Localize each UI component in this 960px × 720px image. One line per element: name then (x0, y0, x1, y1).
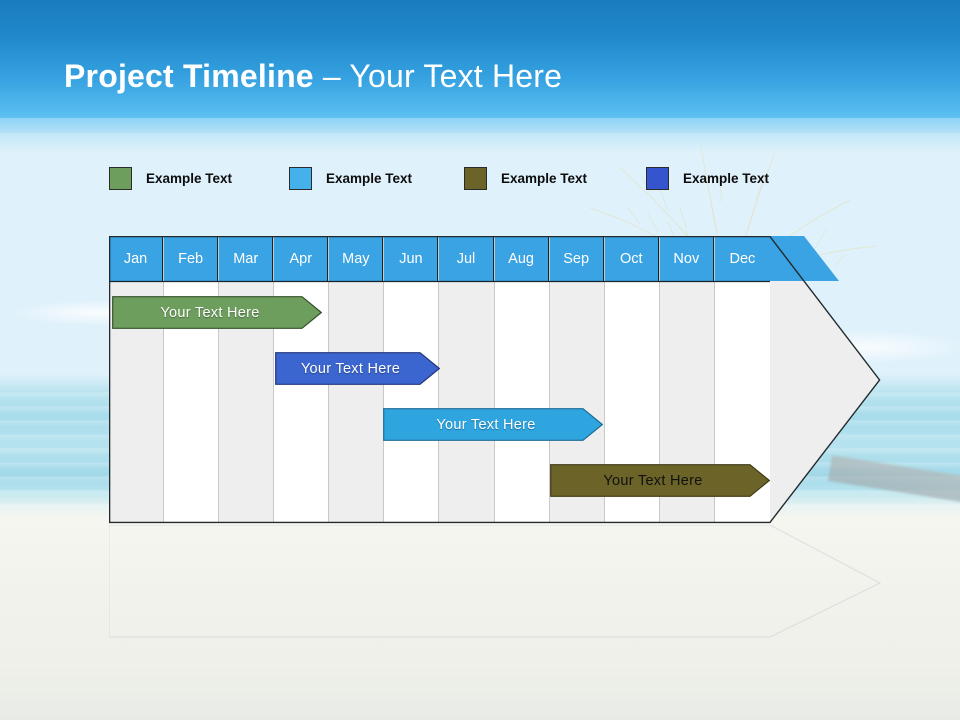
legend-swatch (289, 167, 312, 190)
header-arrow-wedge (770, 236, 839, 281)
legend-label: Example Text (326, 171, 413, 186)
month-column-jul: Jul (439, 236, 495, 522)
legend: Example Text Example Text Example Text Exam… (109, 167, 809, 197)
page-title-bold: Project Timeline (64, 58, 314, 94)
legend-item-olive[interactable]: Example Text (464, 167, 587, 190)
legend-item-green[interactable]: Example Text (109, 167, 232, 190)
task-arrow-shape (383, 408, 603, 441)
month-column-body (494, 281, 549, 522)
task-arrow-shape (550, 464, 770, 497)
month-column-aug: Aug (494, 236, 550, 522)
month-header-jun[interactable]: Jun (384, 236, 439, 281)
title-banner-fade (0, 118, 960, 164)
month-column-feb: Feb (164, 236, 220, 522)
month-column-body (439, 281, 494, 522)
month-header-aug[interactable]: Aug (494, 236, 549, 281)
task-bar-1[interactable]: Your Text Here (112, 296, 322, 329)
month-column-body (329, 281, 384, 522)
legend-label: Example Text (501, 171, 588, 186)
month-header-feb[interactable]: Feb (164, 236, 219, 281)
legend-item-light-blue[interactable]: Example Text (289, 167, 412, 190)
month-header-mar[interactable]: Mar (219, 236, 274, 281)
page-title: Project Timeline – Your Text Here (64, 58, 562, 95)
month-header-jul[interactable]: Jul (439, 236, 494, 281)
task-arrow-shape (275, 352, 440, 385)
legend-label: Example Text (146, 171, 233, 186)
legend-item-blue[interactable]: Example Text (646, 167, 769, 190)
title-banner (0, 0, 960, 133)
month-column-mar: Mar (219, 236, 275, 522)
task-bar-2[interactable]: Your Text Here (275, 352, 440, 385)
month-header-nov[interactable]: Nov (659, 236, 714, 281)
legend-swatch (464, 167, 487, 190)
month-header-oct[interactable]: Oct (604, 236, 659, 281)
month-header-dec[interactable]: Dec (714, 236, 770, 281)
task-arrow-shape (112, 296, 322, 329)
month-column-body (384, 281, 439, 522)
legend-swatch (109, 167, 132, 190)
month-header-apr[interactable]: Apr (274, 236, 329, 281)
month-column-jan: Jan (109, 236, 165, 522)
month-header-may[interactable]: May (329, 236, 384, 281)
legend-label: Example Text (683, 171, 770, 186)
page-title-regular: – Your Text Here (313, 58, 563, 94)
legend-swatch (646, 167, 669, 190)
month-header-jan[interactable]: Jan (109, 236, 164, 281)
task-bar-3[interactable]: Your Text Here (383, 408, 603, 441)
month-header-sep[interactable]: Sep (549, 236, 604, 281)
task-bar-4[interactable]: Your Text Here (550, 464, 770, 497)
